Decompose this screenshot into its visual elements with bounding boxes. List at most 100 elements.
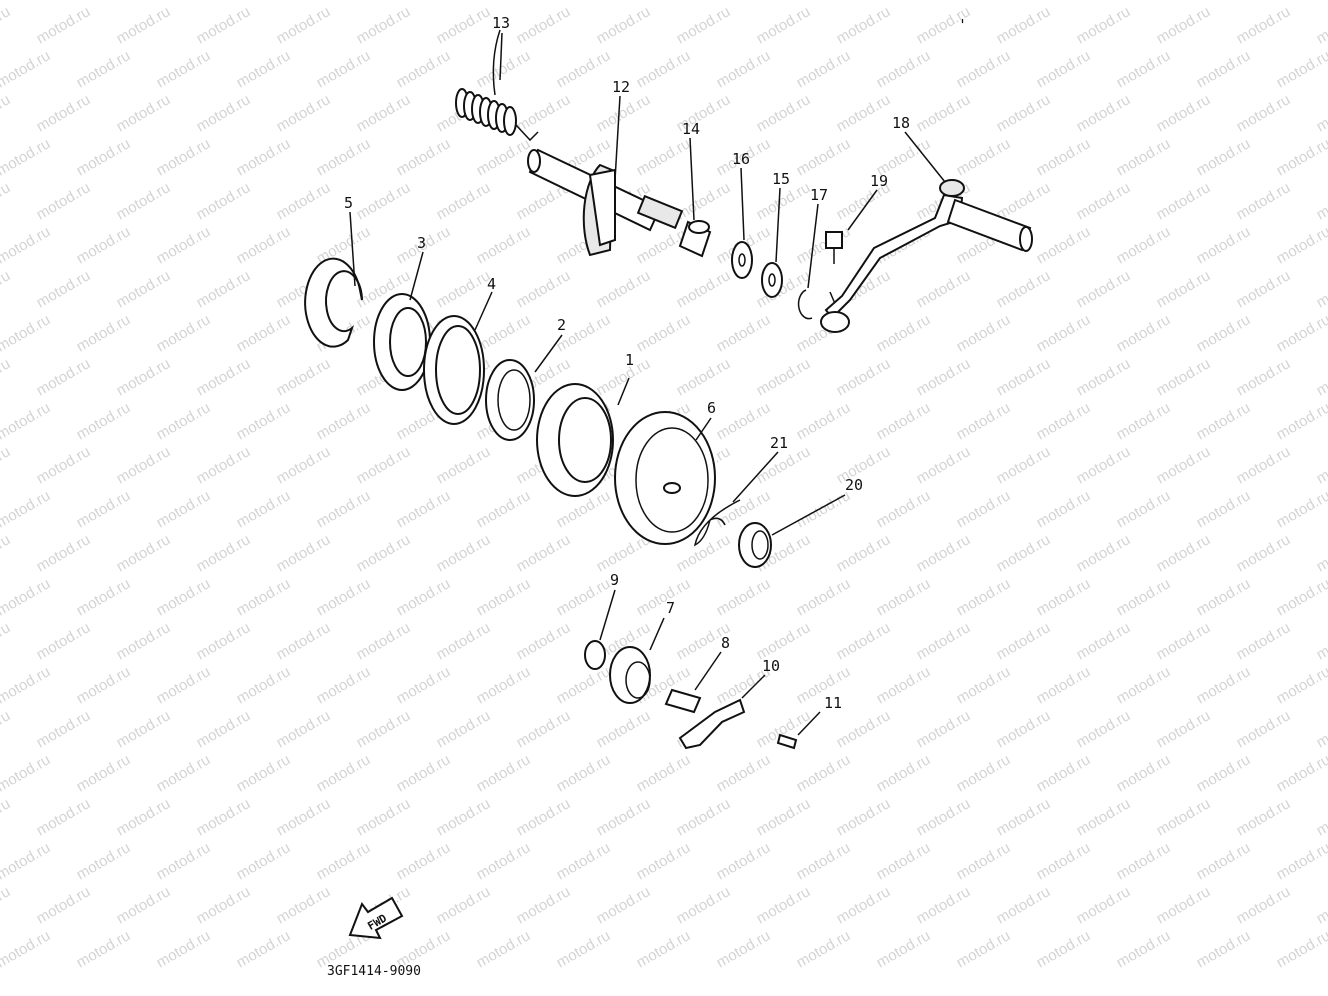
watermark-text: motod.ru (0, 531, 13, 575)
watermark-text: motod.ru (554, 0, 614, 3)
watermark-text: motod.ru (1234, 179, 1294, 223)
watermark-text: motod.ru (1314, 443, 1328, 487)
part-needle-bearing-2 (485, 359, 535, 441)
watermark-text: motod.ru (474, 839, 534, 883)
callout-7: 7 (666, 599, 675, 617)
watermark-text: motod.ru (874, 399, 934, 443)
watermark-text: motod.ru (514, 883, 574, 927)
watermark-text: motod.ru (194, 267, 254, 311)
watermark-text: motod.ru (234, 311, 294, 355)
callout-16: 16 (732, 150, 750, 168)
watermark-text: motod.ru (914, 795, 974, 839)
watermark-text: motod.ru (314, 0, 374, 3)
watermark-text: motod.ru (154, 927, 214, 971)
watermark-text: motod.ru (354, 619, 414, 663)
watermark-text: motod.ru (114, 883, 174, 927)
watermark-text: motod.ru (1194, 927, 1254, 971)
watermark-text: motod.ru (994, 443, 1054, 487)
watermark-text: motod.ru (874, 575, 934, 619)
callout-17: 17 (810, 186, 828, 204)
watermark-text: motod.ru (1154, 531, 1214, 575)
watermark-text: motod.ru (394, 751, 454, 795)
watermark-text: motod.ru (114, 795, 174, 839)
watermark-text: motod.ru (74, 751, 134, 795)
watermark-text: motod.ru (474, 223, 534, 267)
watermark-text: motod.ru (274, 355, 334, 399)
watermark-text: motod.ru (354, 795, 414, 839)
watermark-text: motod.ru (674, 795, 734, 839)
watermark-text: motod.ru (1114, 839, 1174, 883)
watermark-text: motod.ru (1034, 839, 1094, 883)
watermark-text: motod.ru (1114, 663, 1174, 707)
watermark-text: motod.ru (0, 91, 13, 135)
watermark-text: motod.ru (834, 443, 894, 487)
watermark-text: motod.ru (34, 707, 94, 751)
watermark-text: motod.ru (1114, 399, 1174, 443)
watermark-text: motod.ru (554, 839, 614, 883)
watermark-text: motod.ru (34, 883, 94, 927)
watermark-text: motod.ru (0, 663, 53, 707)
part-gear-1 (536, 383, 614, 497)
watermark-text: motod.ru (994, 531, 1054, 575)
watermark-text: motod.ru (1234, 707, 1294, 751)
watermark-text: motod.ru (234, 839, 294, 883)
watermark-text: motod.ru (1314, 3, 1328, 47)
watermark-text: motod.ru (834, 3, 894, 47)
watermark-text: motod.ru (754, 355, 814, 399)
callout-2: 2 (557, 316, 566, 334)
watermark-text: motod.ru (1234, 795, 1294, 839)
watermark-text: motod.ru (1274, 223, 1328, 267)
diagram-code: 3GF1414-9090 (327, 964, 421, 979)
watermark-text: motod.ru (74, 927, 134, 971)
watermark-text: motod.ru (1194, 399, 1254, 443)
watermark-text: motod.ru (114, 267, 174, 311)
watermark-text: motod.ru (1234, 883, 1294, 927)
watermark-text: motod.ru (154, 311, 214, 355)
watermark-text: motod.ru (274, 707, 334, 751)
watermark-text: motod.ru (234, 0, 294, 3)
callout-14: 14 (682, 120, 700, 138)
watermark-text: motod.ru (834, 91, 894, 135)
watermark-text: motod.ru (1154, 91, 1214, 135)
watermark-text: motod.ru (1234, 91, 1294, 135)
part-shim-4 (423, 315, 485, 425)
watermark-text: motod.ru (554, 751, 614, 795)
callout-18: 18 (892, 114, 910, 132)
watermark-text: motod.ru (434, 883, 494, 927)
watermark-text: motod.ru (194, 443, 254, 487)
watermark-text: motod.ru (434, 443, 494, 487)
watermark-text: motod.ru (314, 487, 374, 531)
watermark-text: motod.ru (1034, 927, 1094, 971)
watermark-text: motod.ru (794, 135, 854, 179)
watermark-text: motod.ru (0, 443, 13, 487)
watermark-text: motod.ru (1114, 311, 1174, 355)
watermark-text: motod.ru (234, 663, 294, 707)
watermark-text: motod.ru (474, 135, 534, 179)
watermark-text: motod.ru (954, 927, 1014, 971)
watermark-text: motod.ru (594, 91, 654, 135)
watermark-text: motod.ru (0, 179, 13, 223)
watermark-text: motod.ru (1274, 575, 1328, 619)
watermark-text: motod.ru (1194, 47, 1254, 91)
part-screw-11 (776, 733, 798, 750)
watermark-text: motod.ru (1114, 575, 1174, 619)
part-kick-crank-18 (820, 179, 1033, 333)
watermark-text: motod.ru (234, 399, 294, 443)
watermark-text: motod.ru (594, 707, 654, 751)
watermark-text: motod.ru (714, 47, 774, 91)
watermark-text: motod.ru (34, 91, 94, 135)
watermark-text: motod.ru (514, 531, 574, 575)
watermark-text: motod.ru (874, 487, 934, 531)
watermark-text: motod.ru (194, 883, 254, 927)
watermark-text: motod.ru (154, 135, 214, 179)
watermark-text: motod.ru (434, 179, 494, 223)
watermark-text: motod.ru (0, 355, 13, 399)
watermark-text: motod.ru (1154, 3, 1214, 47)
callout-19: 19 (870, 172, 888, 190)
watermark-text: motod.ru (754, 883, 814, 927)
watermark-text: motod.ru (834, 619, 894, 663)
watermark-text: motod.ru (0, 223, 53, 267)
watermark-text: motod.ru (834, 883, 894, 927)
watermark-text: motod.ru (874, 927, 934, 971)
watermark-text: motod.ru (194, 91, 254, 135)
